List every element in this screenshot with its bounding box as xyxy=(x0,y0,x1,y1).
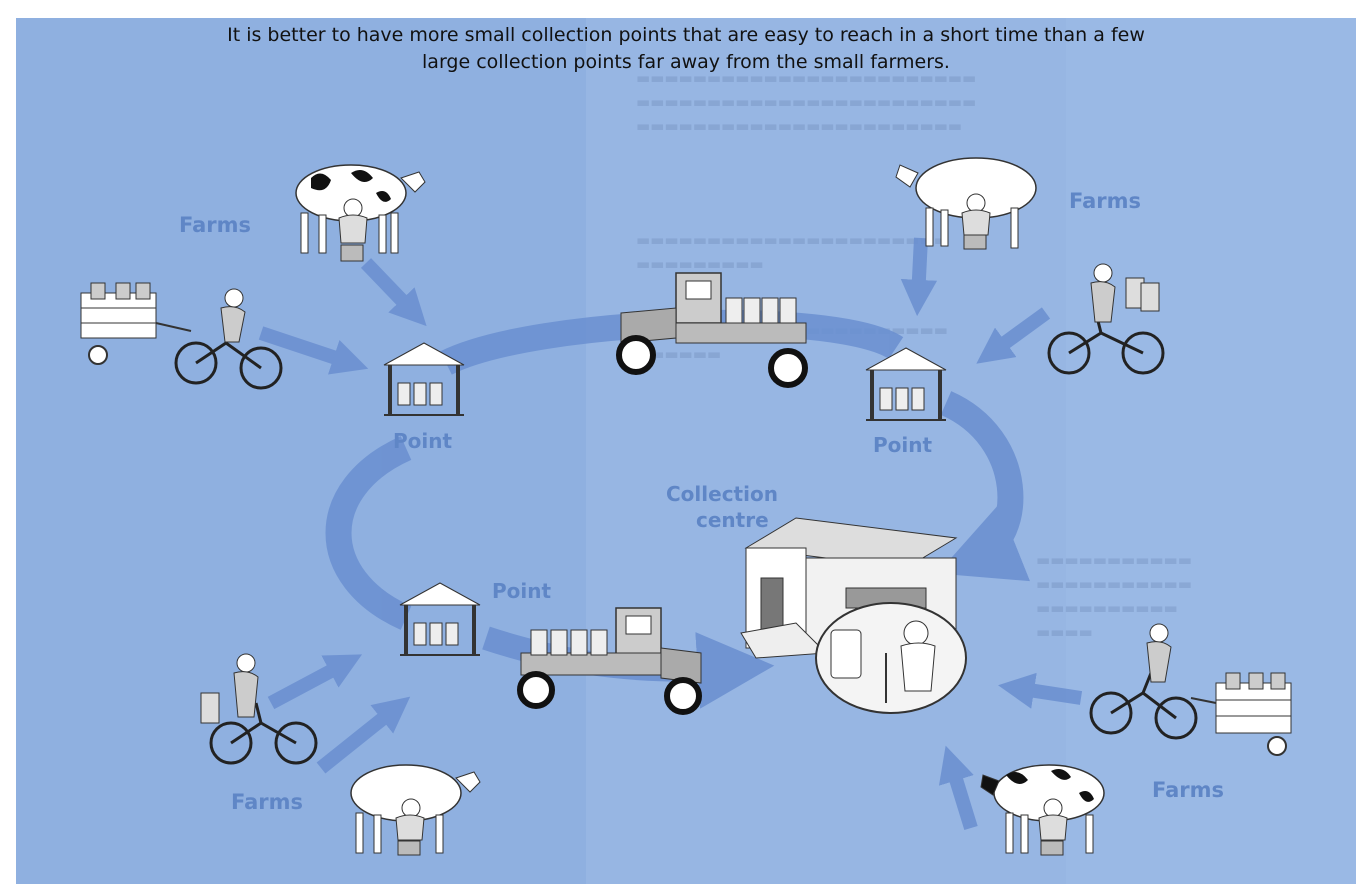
arrow-cow-to-point-nw xyxy=(360,258,427,327)
collection-centre-building-icon xyxy=(740,517,967,714)
milk-truck-top-icon xyxy=(616,272,808,388)
cow-milking-se-icon xyxy=(980,764,1105,856)
diagram-artwork xyxy=(80,157,1292,856)
panel-right-shade xyxy=(1066,18,1356,884)
farms-label-nw: Farms xyxy=(179,213,252,237)
farm-arrows xyxy=(258,237,1083,831)
cow-milking-ne-icon xyxy=(895,157,1037,250)
arrow-bike-to-point-sw xyxy=(267,654,363,710)
milk-truck-bottom-icon xyxy=(517,607,702,715)
collection-centre-label-line-1: Collection xyxy=(666,482,778,506)
point-label-ne: Point xyxy=(873,433,933,457)
point-label-sw: Point xyxy=(492,579,552,603)
arrow-bike-to-point-nw xyxy=(258,326,369,375)
arrow-cow-to-point-sw xyxy=(316,696,411,774)
show-through-text: ▬▬▬▬▬▬▬▬▬▬▬▬▬▬▬▬▬▬▬▬▬▬▬▬▬▬▬▬▬▬▬▬▬▬▬▬▬▬▬▬… xyxy=(636,69,977,135)
bicycle-with-milk-cart-se-icon xyxy=(1089,623,1292,756)
arrow-bike-to-centre xyxy=(998,672,1083,709)
collection-point-shed-ne-icon xyxy=(865,347,947,421)
arrow-cow-to-centre xyxy=(938,745,978,831)
farms-label-se: Farms xyxy=(1152,778,1225,802)
collection-point-shed-sw-icon xyxy=(399,582,481,656)
bicycle-with-cans-sw-icon xyxy=(200,653,318,765)
collection-centre-label-line-2: centre xyxy=(696,508,769,532)
diagram-title: It is better to have more small collecti… xyxy=(186,22,1186,76)
cow-milking-sw-icon xyxy=(350,764,481,856)
show-through-text: ▬▬▬▬▬▬▬▬▬▬▬▬▬▬▬▬▬▬▬▬▬▬▬▬▬▬▬▬▬▬▬ xyxy=(636,231,948,273)
bicycle-with-cans-ne-icon xyxy=(1047,263,1165,375)
collection-centre-label: Collection centre xyxy=(666,481,778,533)
cow-milking-nw-icon xyxy=(295,164,426,262)
farms-label-ne: Farms xyxy=(1069,189,1142,213)
point-label-nw: Point xyxy=(393,429,453,453)
collection-route-loop xyxy=(325,309,1031,709)
title-line-2: large collection points far away from th… xyxy=(422,51,950,73)
title-line-1: It is better to have more small collecti… xyxy=(227,24,1145,46)
arrow-bike-to-point-ne xyxy=(976,307,1051,364)
collection-point-shed-nw-icon xyxy=(383,342,465,416)
show-through-text: ▬▬▬▬▬▬▬▬▬▬▬▬▬▬▬▬▬▬▬▬▬▬▬▬▬▬▬▬▬▬▬▬▬▬▬▬ xyxy=(1036,551,1192,641)
farms-label-sw: Farms xyxy=(231,790,304,814)
diagram-panel: ▬▬▬▬▬▬▬▬▬▬▬▬▬▬▬▬▬▬▬▬▬▬▬▬▬▬▬▬▬▬▬▬▬▬▬▬▬▬▬▬… xyxy=(16,18,1356,884)
bicycle-with-milk-cart-nw-icon xyxy=(80,282,283,390)
arrow-cow-to-point-ne xyxy=(900,237,938,317)
